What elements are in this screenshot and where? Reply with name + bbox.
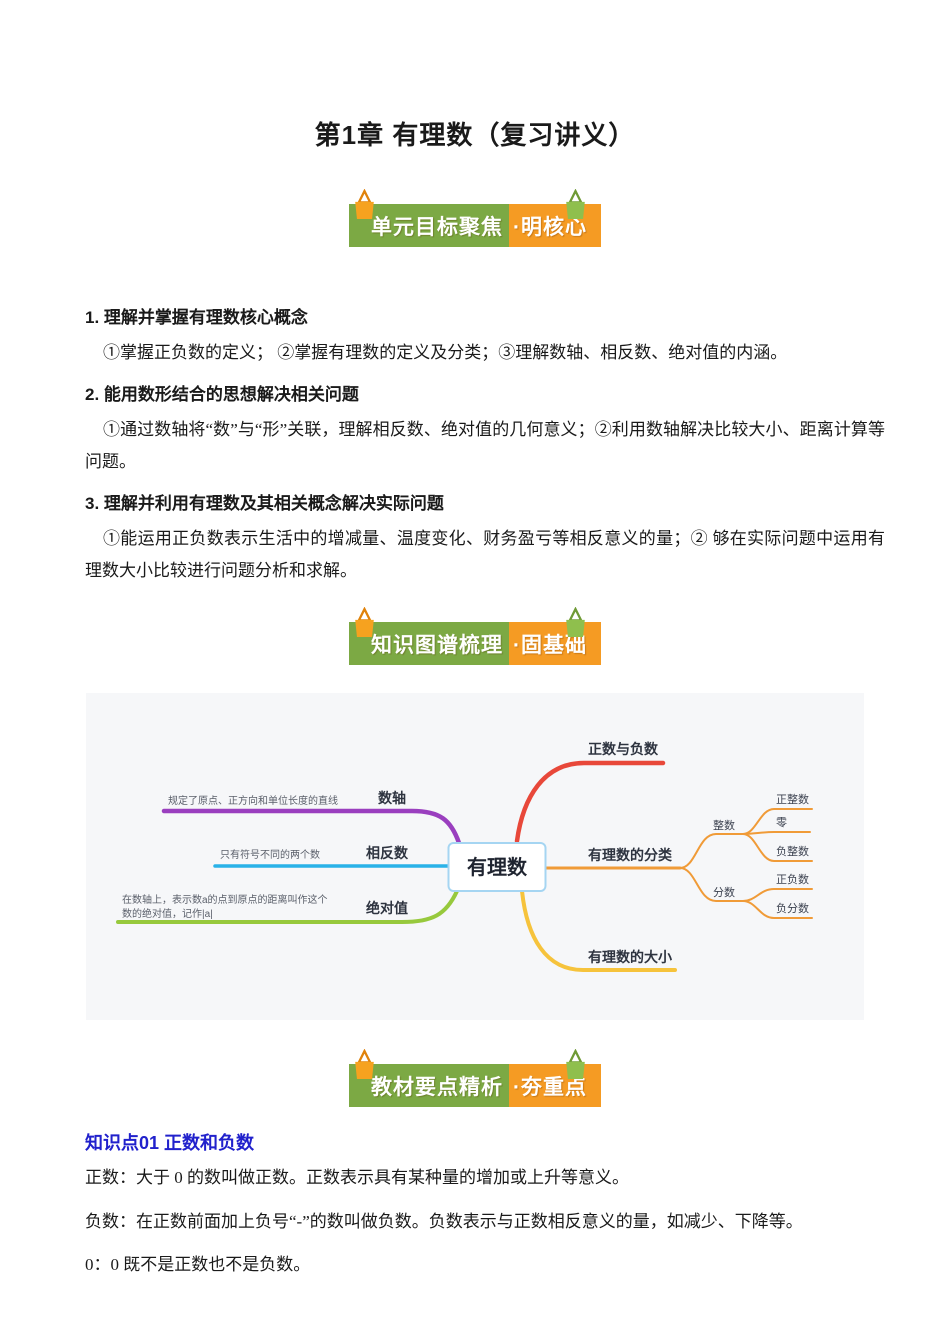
- mindmap-center-node: [447, 842, 547, 893]
- section-banner-unit-goals: 单元目标聚焦 ·明核心: [349, 189, 601, 247]
- zero-label: 零: [776, 816, 787, 829]
- branch-line-number-axis: [161, 808, 462, 846]
- binder-clip-icon: [355, 607, 374, 638]
- banner-orange-label: ·明核心: [509, 204, 601, 247]
- branch-line-magnitude: [520, 889, 677, 973]
- objective-heading-3: 3. 理解并利用有理数及其相关概念解决实际问题: [85, 494, 444, 514]
- objective-heading-2: 2. 能用数形结合的思想解决相关问题: [85, 385, 359, 405]
- fraction-label: 分数: [713, 886, 735, 899]
- branch-line-fraction: [679, 867, 744, 903]
- binder-clip-icon: [566, 1049, 585, 1080]
- page-title: 第1章 有理数（复习讲义）: [314, 120, 636, 150]
- banner-orange-label: ·固基础: [509, 622, 601, 666]
- branch-line-integer: [679, 833, 744, 870]
- banner-green-label: 教材要点精析: [349, 1064, 509, 1108]
- mindmap: 规定了原点、正方向和单位长度的直线 数轴 只有符号不同的两个数 相反数 在数轴上…: [86, 693, 864, 1021]
- absolute-description-line2: 数的绝对值，记作|a|: [122, 907, 213, 920]
- branch-line-neg-fraction: [742, 900, 813, 920]
- branch-line-neg-integer: [742, 833, 813, 863]
- objective-detail-2: ①通过数轴将“数”与“形”关联，理解相反数、绝对值的几何意义；②利用数轴解决比较…: [85, 420, 885, 471]
- banner-green-label: 单元目标聚焦: [349, 204, 509, 247]
- binder-clip-icon: [355, 1049, 374, 1080]
- objective-detail-3: ①能运用正负数表示生活中的增减量、温度变化、财务盈亏等相反意义的量；② 够在实际…: [85, 529, 885, 580]
- objective-heading-1: 1. 理解并掌握有理数核心概念: [85, 308, 308, 327]
- branch-line-zero: [742, 831, 811, 836]
- pos-fraction-label: 正负数: [776, 872, 809, 886]
- document-page: 第1章 有理数（复习讲义） 单元目标聚焦 ·明核心 1. 理解并掌握有理数核心概…: [85, 120, 885, 1278]
- absolute-label: 绝对值: [366, 900, 408, 916]
- opposite-description: 只有符号不同的两个数: [220, 848, 320, 861]
- definition-zero: 0：0 既不是正数也不是负数。: [85, 1255, 311, 1275]
- number-axis-description: 规定了原点、正方向和单位长度的直线: [168, 794, 338, 807]
- neg-fraction-label: 负分数: [776, 901, 809, 915]
- opposite-label: 相反数: [366, 845, 409, 861]
- classification-label: 有理数的分类: [588, 847, 673, 863]
- section-banner-key-points: 教材要点精析 ·夯重点: [349, 1049, 601, 1108]
- knowledge-point-section: 知识点01 正数和负数 正数：大于 0 的数叫做正数。正数表示具有某种量的增加或…: [85, 1129, 885, 1278]
- branch-line-pos-fraction: [742, 888, 813, 903]
- magnitude-label: 有理数的大小: [588, 949, 672, 965]
- neg-integer-label: 负整数: [776, 844, 809, 858]
- banner-green-label: 知识图谱梳理: [349, 622, 509, 666]
- definition-positive: 正数：大于 0 的数叫做正数。正数表示具有某种量的增加或上升等意义。: [85, 1168, 629, 1188]
- integer-label: 整数: [713, 818, 735, 832]
- binder-clip-icon: [355, 189, 374, 219]
- branch-line-absolute: [116, 889, 459, 925]
- number-axis-label: 数轴: [378, 790, 406, 806]
- section-banner-knowledge-map: 知识图谱梳理 ·固基础: [349, 607, 601, 666]
- pos-integer-label: 正整数: [776, 792, 809, 806]
- definition-negative: 负数：在正数前面加上负号“-”的数叫做负数。负数表示与正数相反意义的量，如减少、…: [85, 1211, 803, 1231]
- banner-orange-label: ·夯重点: [509, 1064, 601, 1108]
- pos-neg-label: 正数与负数: [588, 741, 659, 757]
- objective-detail-1: ①掌握正负数的定义； ②掌握有理数的定义及分类；③理解数轴、相反数、绝对值的内涵…: [103, 343, 788, 362]
- mindmap-center-label: 有理数: [467, 855, 528, 879]
- absolute-description-line1: 在数轴上，表示数a的点到原点的距离叫作这个: [122, 893, 328, 906]
- objectives-section: 1. 理解并掌握有理数核心概念 ①掌握正负数的定义； ②掌握有理数的定义及分类；…: [85, 303, 885, 586]
- binder-clip-icon: [566, 189, 585, 219]
- branch-line-pos-neg: [514, 760, 666, 844]
- knowledge-point-heading: 知识点01 正数和负数: [85, 1133, 255, 1154]
- binder-clip-icon: [566, 607, 585, 638]
